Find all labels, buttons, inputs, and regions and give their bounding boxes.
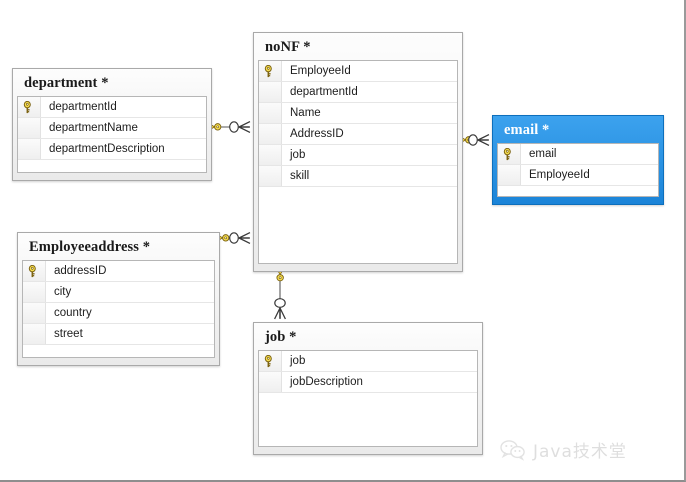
field-row[interactable]: EmployeeId [259,61,457,82]
field-name: job [290,355,306,367]
field-gutter [498,165,521,185]
field-name: email [529,148,557,160]
primary-key-icon [23,100,31,113]
field-key-gutter [18,97,41,117]
field-gutter [259,166,282,186]
field-row[interactable]: departmentName [18,118,206,139]
field-key-gutter [498,144,521,164]
primary-key-icon [503,147,511,160]
field-name: job [290,149,306,161]
entity-field-list-job: job jobDescription [258,350,478,447]
field-row[interactable]: email [498,144,658,165]
field-row[interactable]: country [23,303,214,324]
relationship-key-icon [276,272,284,282]
field-gutter [259,372,282,392]
field-gutter [259,145,282,165]
entity-table-Employeeaddress[interactable]: Employeeaddress * addressID city country str… [17,232,220,366]
relationship-connector-department-noNF[interactable] [212,119,253,135]
field-name: departmentId [49,101,117,113]
wechat-logo-icon [500,439,525,461]
field-name: addressID [54,265,107,277]
field-row[interactable]: Name [259,103,457,124]
relationship-connector-noNF-job[interactable] [272,272,288,322]
field-gutter [259,103,282,123]
field-key-gutter [259,351,282,371]
field-gutter [259,82,282,102]
relationship-key-icon [220,234,230,242]
field-row[interactable]: skill [259,166,457,187]
field-name: jobDescription [290,376,363,388]
crows-foot-icon [477,134,490,146]
watermark-text: Java技术堂 [533,442,627,462]
field-row[interactable]: street [23,324,214,345]
field-gutter [259,124,282,144]
entity-table-job[interactable]: job * job jobDescription [253,322,483,455]
field-row[interactable]: job [259,145,457,166]
relationship-connector-Employeeaddress-noNF[interactable] [220,230,253,246]
cardinality-zero-icon [229,232,239,244]
primary-key-icon [28,264,36,277]
field-row[interactable]: EmployeeId [498,165,658,186]
entity-title-noNF: noNF * [265,39,311,55]
field-row[interactable]: departmentDescription [18,139,206,160]
field-name: AddressID [290,128,344,140]
field-key-gutter [23,261,46,281]
cardinality-zero-icon [229,121,239,133]
cardinality-zero-icon [468,134,478,146]
field-row[interactable]: job [259,351,477,372]
field-row[interactable]: city [23,282,214,303]
field-gutter [23,324,46,344]
field-name: skill [290,170,310,182]
field-name: street [54,328,83,340]
crows-foot-icon [238,232,251,244]
field-gutter [23,303,46,323]
crows-foot-icon [274,307,286,320]
field-row[interactable]: addressID [23,261,214,282]
relationship-key-icon [212,123,222,131]
cardinality-zero-icon [274,298,286,308]
entity-title-Employeeaddress: Employeeaddress * [29,239,151,255]
entity-title-job: job * [265,329,297,345]
field-gutter [18,118,41,138]
field-name: EmployeeId [529,169,590,181]
field-name: city [54,286,72,298]
field-gutter [18,139,41,159]
field-name: Name [290,107,321,119]
primary-key-icon [264,354,272,367]
field-name: country [54,307,92,319]
entity-field-list-Employeeaddress: addressID city country street [22,260,215,358]
entity-title-department: department * [24,75,109,91]
entity-title-email: email * [504,122,550,138]
field-row[interactable]: departmentId [18,97,206,118]
relationship-connector-noNF-email[interactable] [463,132,492,148]
field-row[interactable]: departmentId [259,82,457,103]
field-name: departmentDescription [49,143,165,155]
field-row[interactable]: jobDescription [259,372,477,393]
field-row[interactable]: AddressID [259,124,457,145]
watermark: Java技术堂 [500,437,627,462]
field-name: EmployeeId [290,65,351,77]
field-name: departmentName [49,122,138,134]
entity-field-list-department: departmentId departmentName departmentDesc… [17,96,207,173]
field-key-gutter [259,61,282,81]
primary-key-icon [264,64,272,77]
crows-foot-icon [238,121,251,133]
field-gutter [23,282,46,302]
field-name: departmentId [290,86,358,98]
